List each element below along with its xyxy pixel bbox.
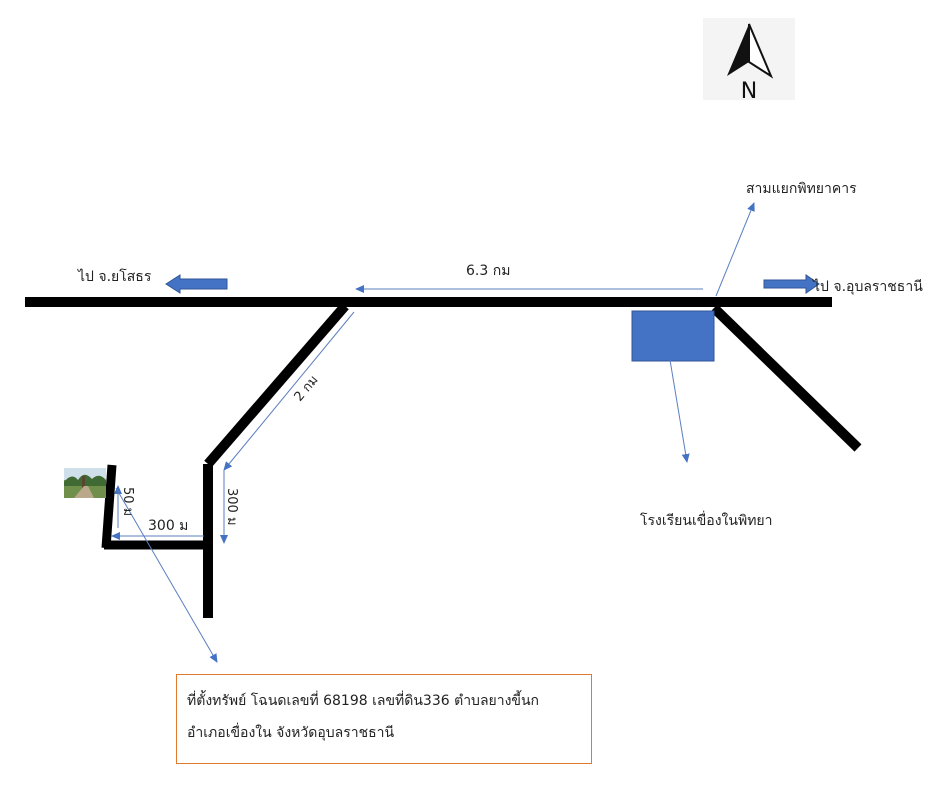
label-dist-50: 50 ม [120,487,135,516]
label-to-ubon: ไป จ.อุบลราชธานี [813,279,923,295]
label-school: โรงเรียนเขื่องในพิทยา [640,513,773,529]
distance-line-diagonal [223,311,355,471]
pointer-school [669,359,690,463]
compass-letter: N [741,79,757,100]
label-dist-300-horizontal: 300 ม [148,518,189,534]
pointer-property [115,487,218,663]
road-diagonal-left [204,302,349,468]
label-dist-300-vertical: 300 ม [224,488,239,526]
info-line-1: ที่ตั้งทรัพย์ โฉนดเลขที่ 68198 เลขที่ดิน… [187,693,540,709]
north-arrow-icon: N [727,23,774,104]
info-line-2: อำเภอเขื่องใน จังหวัดอุบลราชธานี [187,725,395,741]
school-block [631,310,715,362]
label-dist-main: 6.3 กม [466,263,511,279]
property-info-box: ที่ตั้งทรัพย์ โฉนดเลขที่ 68198 เลขที่ดิน… [176,674,592,764]
arrow-to-yasothon-icon [165,274,228,294]
road-branch-vertical [101,464,117,549]
property-photo [64,468,106,498]
pointer-junction [715,202,755,297]
north-compass: N [703,18,795,104]
arrow-to-ubon-icon [763,274,820,294]
label-to-yasothon: ไป จ.ยโสธร [78,269,152,285]
label-dist-diag: 2 กม [292,373,322,405]
road-diagonal-right [710,304,862,452]
label-junction: สามแยกพิทยาคาร [746,181,857,197]
